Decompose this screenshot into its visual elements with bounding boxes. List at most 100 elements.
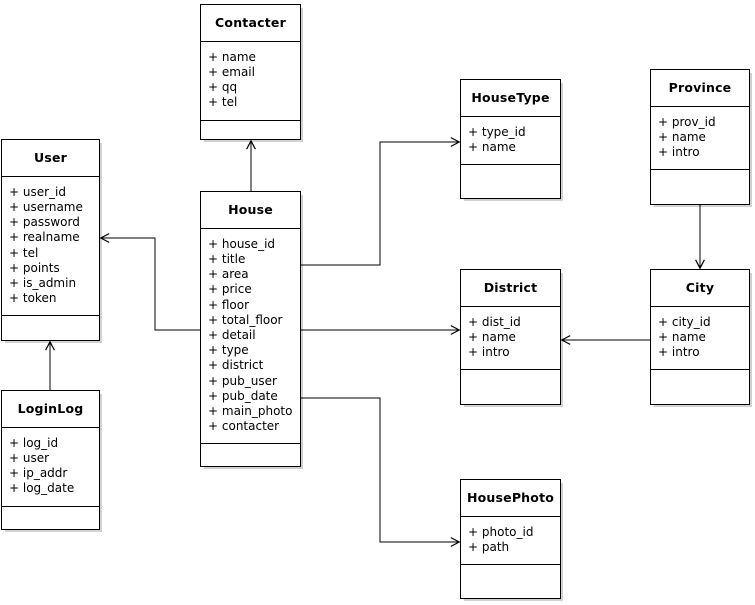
attribute-row: + path <box>468 539 510 554</box>
attribute-row: + ip_addr <box>9 466 68 481</box>
attribute-label: intro <box>671 345 700 360</box>
attribute-label: intro <box>671 145 700 160</box>
attribute-row: + photo_id <box>468 524 534 539</box>
attribute-row: + name <box>658 129 706 144</box>
attribute-label: tel <box>221 95 238 110</box>
attribute-row: + price <box>208 282 252 297</box>
class-attributes-city: + city_id + name + intro <box>651 307 749 371</box>
class-attributes-user: + user_id + username + password + realna… <box>2 177 99 317</box>
attribute-label: floor <box>221 297 250 312</box>
attribute-row: + intro <box>468 345 510 360</box>
class-operations-house <box>201 444 300 461</box>
class-attributes-housephoto: + photo_id + path <box>461 517 560 566</box>
attribute-row: + log_id <box>9 435 59 450</box>
attribute-row: + intro <box>658 145 700 160</box>
attribute-label: pub_date <box>221 388 278 403</box>
class-operations-province <box>651 170 749 187</box>
attribute-label: name <box>671 329 706 344</box>
class-box-user[interactable]: User + user_id + username + password + r… <box>1 139 100 341</box>
attribute-label: house_id <box>221 236 276 251</box>
attribute-label: ip_addr <box>22 466 68 481</box>
class-box-district[interactable]: District + dist_id + name + intro <box>460 269 561 405</box>
attribute-label: total_floor <box>221 312 283 327</box>
attribute-row: + intro <box>658 345 700 360</box>
attribute-row: + name <box>468 329 516 344</box>
attribute-label: district <box>221 358 264 373</box>
attribute-row: + house_id <box>208 236 276 251</box>
class-operations-housetype <box>461 165 560 182</box>
attribute-row: + pub_user <box>208 373 277 388</box>
class-box-housetype[interactable]: HouseType + type_id + name <box>460 79 561 199</box>
attribute-row: + is_admin <box>9 275 77 290</box>
attribute-row: + total_floor <box>208 312 283 327</box>
attribute-row: + tel <box>208 95 238 110</box>
attribute-row: + username <box>9 199 83 214</box>
attribute-row: + qq <box>208 80 238 95</box>
attribute-row: + name <box>658 329 706 344</box>
class-attributes-district: + dist_id + name + intro <box>461 307 560 371</box>
attribute-label: area <box>221 267 249 282</box>
attribute-label: is_admin <box>22 275 77 290</box>
attribute-row: + user <box>9 450 50 465</box>
class-box-loginlog[interactable]: LoginLog + log_id + user + ip_addr + log… <box>1 390 100 530</box>
edge-house-housephoto <box>301 397 461 547</box>
attribute-label: qq <box>221 80 238 95</box>
class-box-house[interactable]: House + house_id + title + area + price … <box>200 191 301 467</box>
class-name-city: City <box>651 270 749 307</box>
attribute-label: password <box>22 215 80 230</box>
attribute-label: main_photo <box>221 403 293 418</box>
attribute-label: user <box>22 450 50 465</box>
attribute-label: type_id <box>481 124 526 139</box>
class-name-loginlog: LoginLog <box>2 391 99 428</box>
class-operations-loginlog <box>2 507 99 524</box>
attribute-label: price <box>221 282 252 297</box>
class-name-district: District <box>461 270 560 307</box>
attribute-label: path <box>481 539 510 554</box>
attribute-row: + type <box>208 343 249 358</box>
class-attributes-contacter: + name + email + qq + tel <box>201 42 300 121</box>
attribute-row: + area <box>208 267 249 282</box>
class-name-province: Province <box>651 70 749 107</box>
class-attributes-house: + house_id + title + area + price + floo… <box>201 229 300 445</box>
attribute-label: contacter <box>221 419 280 434</box>
attribute-label: dist_id <box>481 314 521 329</box>
attribute-row: + email <box>208 64 255 79</box>
attribute-label: tel <box>22 245 39 260</box>
attribute-row: + title <box>208 251 246 266</box>
attribute-row: + token <box>9 291 57 306</box>
attribute-row: + contacter <box>208 419 280 434</box>
attribute-row: + user_id <box>9 184 66 199</box>
class-name-housetype: HouseType <box>461 80 560 117</box>
attribute-row: + main_photo <box>208 403 293 418</box>
attribute-label: username <box>22 199 83 214</box>
attribute-row: + prov_id <box>658 114 716 129</box>
class-operations-contacter <box>201 121 300 138</box>
attribute-label: name <box>221 49 256 64</box>
attribute-label: email <box>221 64 255 79</box>
attribute-label: name <box>481 139 516 154</box>
attribute-label: intro <box>481 345 510 360</box>
attribute-label: pub_user <box>221 373 277 388</box>
attribute-label: user_id <box>22 184 66 199</box>
attribute-label: prov_id <box>671 114 716 129</box>
attribute-label: points <box>22 260 60 275</box>
attribute-row: + detail <box>208 327 256 342</box>
class-box-province[interactable]: Province + prov_id + name + intro <box>650 69 750 205</box>
class-box-contacter[interactable]: Contacter + name + email + qq + tel <box>200 4 301 140</box>
attribute-label: photo_id <box>481 524 534 539</box>
attribute-row: + realname <box>9 230 80 245</box>
class-operations-user <box>2 316 99 333</box>
attribute-label: realname <box>22 230 80 245</box>
class-name-housephoto: HousePhoto <box>461 480 560 517</box>
class-box-housephoto[interactable]: HousePhoto + photo_id + path <box>460 479 561 599</box>
class-attributes-province: + prov_id + name + intro <box>651 107 749 171</box>
class-box-city[interactable]: City + city_id + name + intro <box>650 269 750 405</box>
class-name-user: User <box>2 140 99 177</box>
attribute-label: title <box>221 251 246 266</box>
class-attributes-housetype: + type_id + name <box>461 117 560 166</box>
class-operations-district <box>461 370 560 387</box>
attribute-label: log_date <box>22 481 75 496</box>
attribute-row: + city_id <box>658 314 711 329</box>
